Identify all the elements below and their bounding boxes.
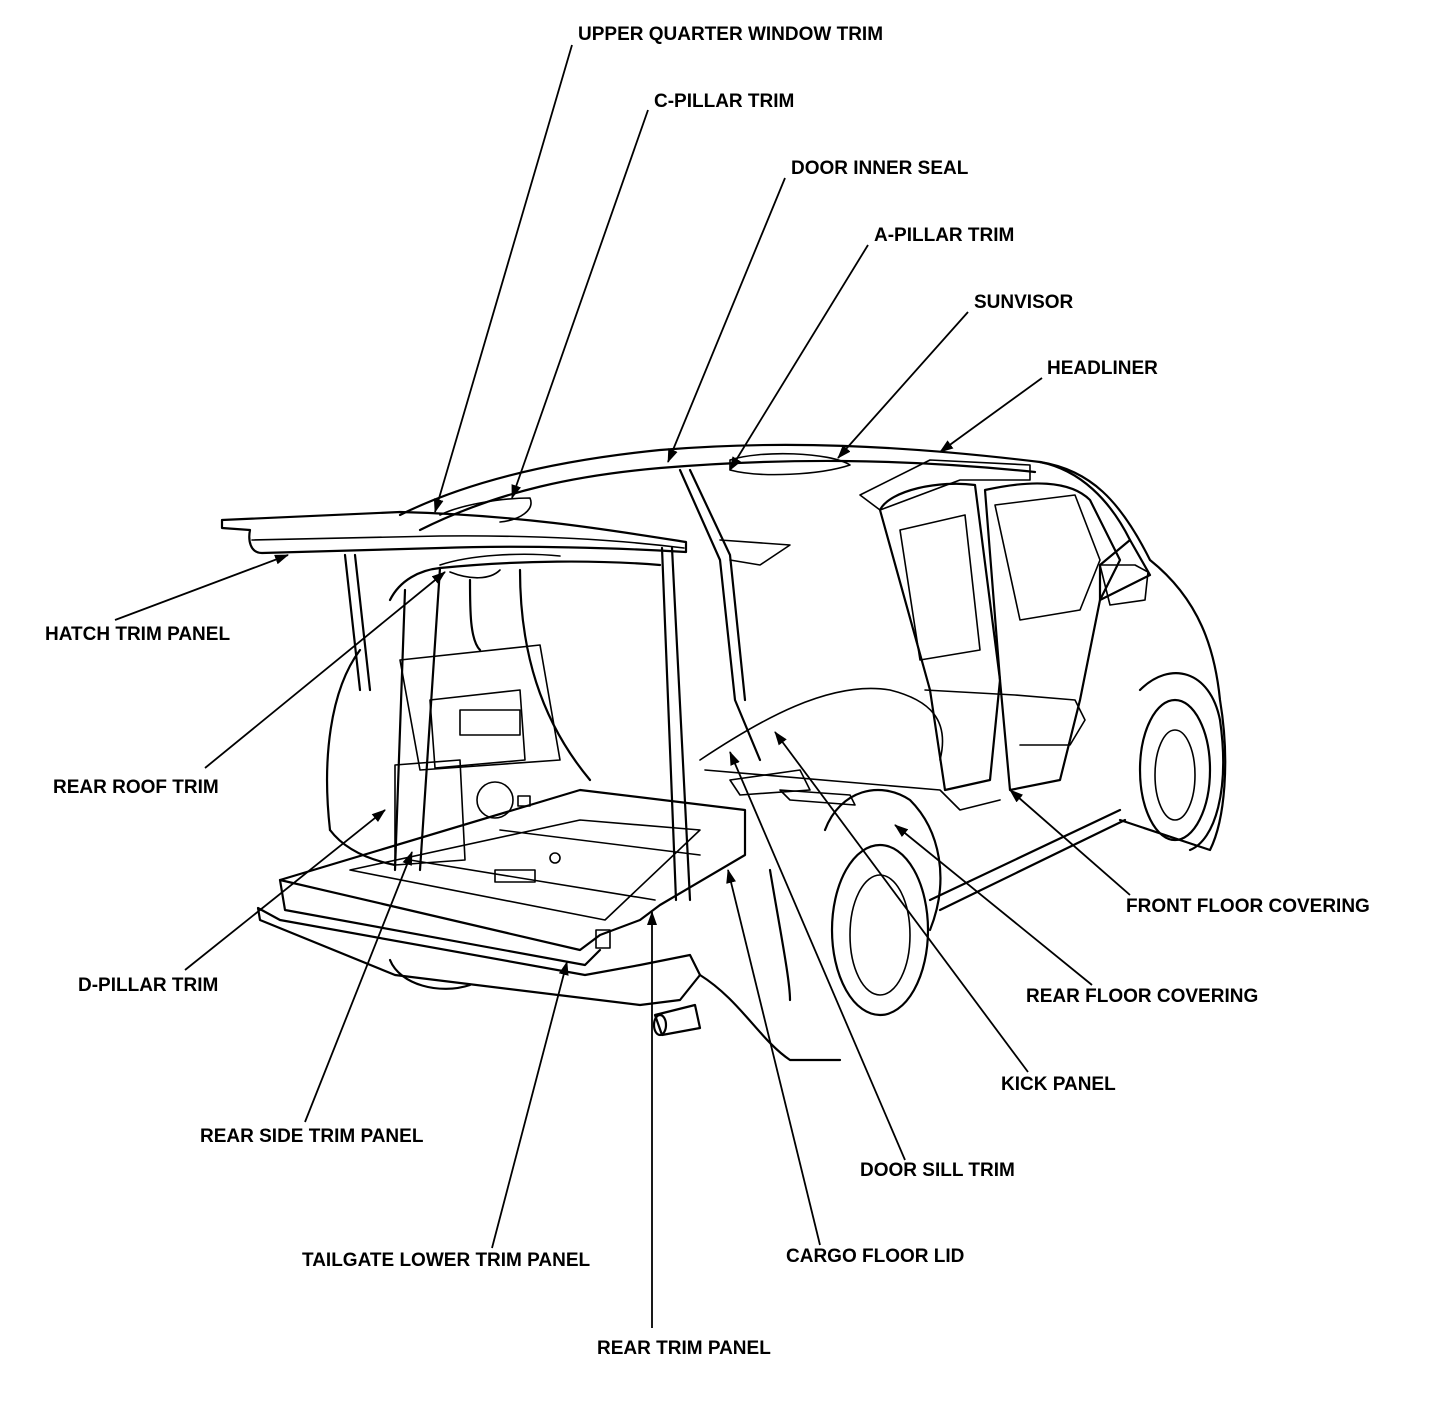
- leader-upper-quarter-window-trim: [433, 44, 573, 513]
- leader-hatch-trim-panel: [114, 554, 289, 621]
- label-rear-floor-covering: REAR FLOOR COVERING: [1026, 986, 1259, 1007]
- label-d-pillar-trim: D-PILLAR TRIM: [78, 975, 219, 996]
- label-c-pillar-trim: C-PILLAR TRIM: [654, 91, 795, 112]
- leader-cargo-floor-lid: [726, 869, 821, 1246]
- label-cargo-floor-lid: CARGO FLOOR LID: [786, 1246, 965, 1267]
- label-rear-side-trim-panel: REAR SIDE TRIM PANEL: [200, 1126, 424, 1147]
- label-front-floor-covering: FRONT FLOOR COVERING: [1126, 896, 1370, 917]
- leader-door-sill-trim: [729, 751, 906, 1161]
- label-sunvisor: SUNVISOR: [974, 292, 1074, 313]
- label-a-pillar-trim: A-PILLAR TRIM: [874, 225, 1015, 246]
- label-headliner: HEADLINER: [1047, 358, 1158, 379]
- leader-kick-panel: [774, 731, 1029, 1073]
- leader-rear-roof-trim: [204, 571, 446, 769]
- leader-rear-side-trim-panel: [304, 851, 413, 1123]
- leader-d-pillar-trim: [184, 809, 386, 971]
- leader-sunvisor: [837, 311, 969, 459]
- label-door-inner-seal: DOOR INNER SEAL: [791, 158, 969, 179]
- leader-c-pillar-trim: [511, 109, 649, 499]
- leader-headliner: [939, 377, 1043, 453]
- leader-lines: [114, 44, 1131, 1328]
- label-kick-panel: KICK PANEL: [1001, 1074, 1116, 1095]
- label-upper-quarter-window-trim: UPPER QUARTER WINDOW TRIM: [578, 24, 884, 45]
- leader-tailgate-lower-trim-panel: [491, 961, 569, 1249]
- label-tailgate-lower-trim-panel: TAILGATE LOWER TRIM PANEL: [302, 1250, 591, 1271]
- label-rear-roof-trim: REAR ROOF TRIM: [53, 777, 219, 798]
- label-door-sill-trim: DOOR SILL TRIM: [860, 1160, 1015, 1181]
- vehicle-body: [220, 443, 1227, 1062]
- label-rear-trim-panel: REAR TRIM PANEL: [597, 1338, 771, 1359]
- leader-rear-floor-covering: [894, 824, 1093, 986]
- leader-front-floor-covering: [1009, 789, 1131, 896]
- leader-door-inner-seal: [667, 177, 786, 463]
- label-hatch-trim-panel: HATCH TRIM PANEL: [45, 624, 231, 645]
- leader-a-pillar-trim: [729, 244, 869, 471]
